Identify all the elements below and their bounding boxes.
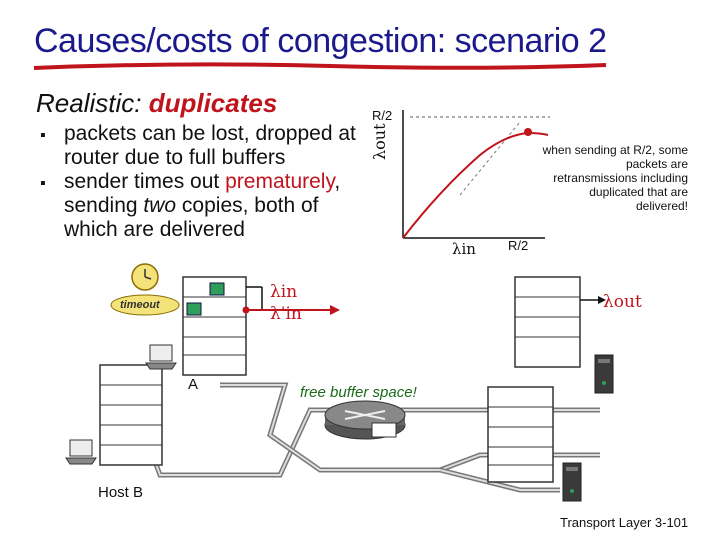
page-title: Causes/costs of congestion: scenario 2 [34,22,607,60]
lambda-in-prime-label: λ'in [270,304,302,324]
timeout-label: timeout [120,299,160,311]
bullet-list: ▪ packets can be lost, dropped at router… [40,122,370,242]
bullet-square-icon: ▪ [40,127,46,144]
footer: Transport Layer 3-101 [560,515,689,530]
bullet-item: ▪ packets can be lost, dropped at router… [40,122,370,170]
bullet-item: ▪ sender times out prematurely, sending … [40,170,370,242]
router-icon [324,400,406,440]
subtitle: Realistic: duplicates [36,88,277,119]
bullet-text: packets can be lost, dropped at router d… [64,122,356,169]
network-diagram [65,263,614,502]
host-b-label: Host B [98,484,144,501]
bullet-emph-red: prematurely [225,170,335,193]
lower-right-buffer [487,386,554,483]
subtitle-emph: duplicates [148,88,278,118]
host-a-label: A [188,376,199,393]
throughput-graph [402,110,550,239]
lambda-out-label: λout [603,292,642,312]
free-buffer-label: free buffer space! [300,384,417,401]
arrow-icon [330,305,340,315]
host-b-buffer [99,364,163,466]
arrow-icon [598,296,606,304]
diagonal-dashed-line [459,121,521,196]
packet-icon [186,302,202,316]
y-axis-label: λout [370,123,389,160]
x-axis-label: λin [452,240,476,258]
x-r2-label: R/2 [508,238,529,253]
bullet-text: sender times out [64,170,226,193]
throughput-curve [402,131,549,239]
receiver-buffer [514,276,581,368]
lambda-in-label: λin [270,282,298,302]
packet-icon [209,282,225,296]
bullet-square-icon: ▪ [40,175,46,192]
laptop-icon [65,439,97,465]
title-underline [33,62,607,70]
subtitle-prefix: Realistic: [36,88,149,118]
graph-note: when sending at R/2, some packets are re… [542,143,688,213]
curve-point [524,128,532,136]
bullet-text: , sending [64,170,341,217]
laptop-icon [145,344,177,370]
host-a-buffer [182,276,247,376]
bullet-text: copies, both of which are delivered [64,194,319,241]
y-top-label: R/2 [372,108,393,123]
bullet-emph-italic: two [143,194,177,217]
server-icon [594,354,614,394]
server-icon [562,462,582,502]
timeout-clock-icon [110,263,180,316]
